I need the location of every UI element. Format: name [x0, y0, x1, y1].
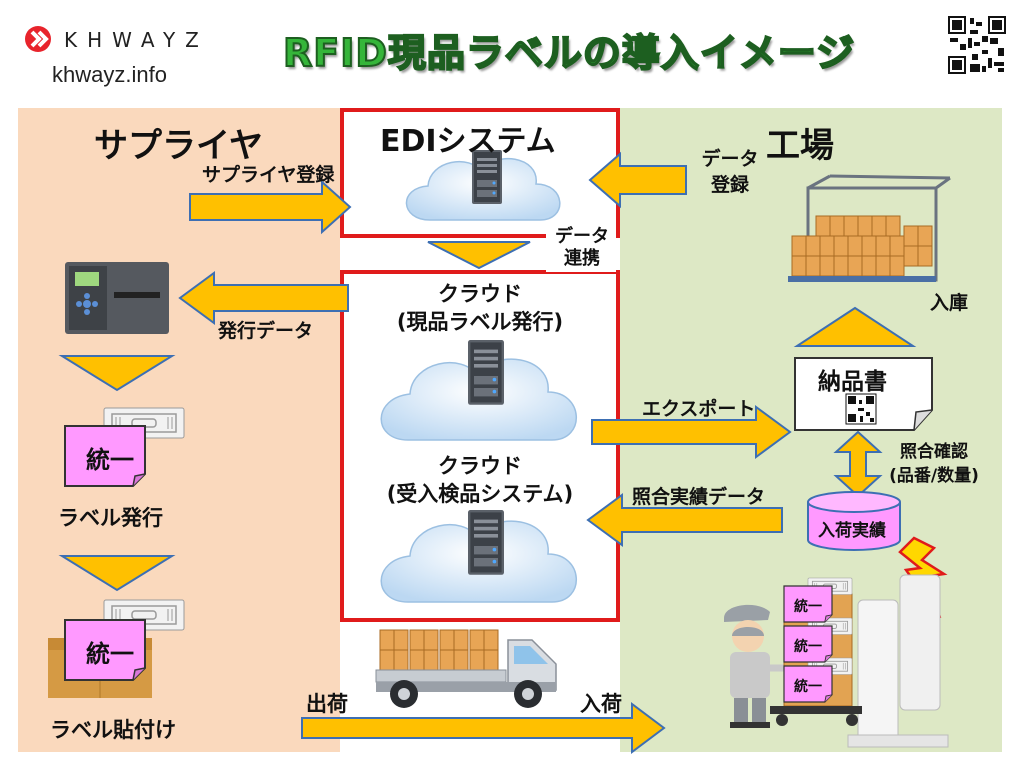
brand-name: KHWAYZ — [64, 28, 209, 52]
cloud-issue-title: クラウド (現品ラベル発行) — [350, 280, 610, 336]
qr-code-icon — [946, 14, 1008, 76]
truck-icon — [375, 629, 557, 708]
cloud-inspect-title-line2: (受入検品システム) — [386, 482, 574, 506]
page-title: RFID現品ラベルの導入イメージ — [282, 30, 856, 76]
supplier-heading: サプライヤ — [94, 126, 263, 166]
issue-data-label: 発行データ — [218, 320, 314, 342]
ship-arrow — [301, 702, 666, 754]
worker-label-text-1: 統一 — [794, 599, 822, 615]
export-label: エクスポート — [642, 398, 756, 420]
ship-label: 出荷 — [306, 692, 348, 716]
unified-label-text-2: 統一 — [86, 640, 134, 668]
supplier-register-label: サプライヤ登録 — [202, 164, 335, 186]
data-link-label-line2: 連携 — [564, 248, 600, 269]
cloud-inspect-title: クラウド (受入検品システム) — [350, 452, 610, 508]
cloud-issue-title-line1: クラウド — [438, 282, 522, 306]
data-register-label-line1: データ — [701, 148, 759, 170]
brand-logo: KHWAYZ — [22, 22, 222, 56]
data-link-label: データ 連携 — [546, 226, 618, 270]
factory-heading: 工場 — [766, 126, 834, 166]
export-arrow — [591, 405, 792, 459]
worker-label-text-2: 統一 — [794, 639, 822, 655]
cloud-inspect-title-line1: クラウド — [438, 454, 522, 478]
printer-to-label-arrow — [58, 355, 176, 392]
server-icon — [468, 510, 504, 575]
arrival-label: 入荷 — [580, 692, 622, 716]
stock-in-arrow — [793, 306, 917, 347]
data-link-label-bg — [546, 226, 616, 272]
issue-to-attach-arrow — [58, 555, 176, 592]
label-attach-caption: ラベル貼付け — [50, 718, 176, 742]
receipt-record-db — [807, 491, 901, 551]
data-link-label-line1: データ — [555, 226, 609, 247]
edi-system-title: EDIシステム — [380, 124, 556, 159]
label-issue-caption: ラベル発行 — [58, 506, 163, 530]
data-register-label-line2: 登録 — [710, 174, 749, 196]
receipt-record-label: 入荷実績 — [818, 521, 886, 541]
issue-data-arrow — [178, 271, 349, 325]
data-register-label: データ 登録 — [690, 146, 770, 198]
khwayz-logo-icon — [25, 26, 51, 52]
printer-icon — [65, 262, 169, 334]
edi-to-cloud-arrow — [427, 241, 531, 270]
match-check-label: 照合確認 (品番/数量) — [874, 440, 994, 488]
server-icon — [468, 340, 504, 405]
qr-code-icon — [845, 393, 877, 425]
delivery-note-title: 納品書 — [818, 369, 887, 395]
match-result-arrow — [586, 493, 783, 547]
cloud-issue-title-line2: (現品ラベル発行) — [396, 310, 564, 334]
supplier-register-arrow — [189, 179, 352, 235]
match-check-label-line1: 照合確認 — [900, 442, 968, 462]
worker-label-text-3: 統一 — [794, 679, 822, 695]
unified-label-text-1: 統一 — [86, 446, 134, 474]
data-register-arrow — [588, 151, 687, 209]
brand-url[interactable]: khwayz.info — [52, 62, 167, 87]
match-result-label: 照合実績データ — [632, 486, 766, 508]
match-check-label-line2: (品番/数量) — [889, 466, 979, 486]
rfid-gate-icon — [847, 574, 949, 748]
stock-in-label: 入庫 — [930, 292, 969, 314]
pallet-icon — [788, 174, 951, 282]
